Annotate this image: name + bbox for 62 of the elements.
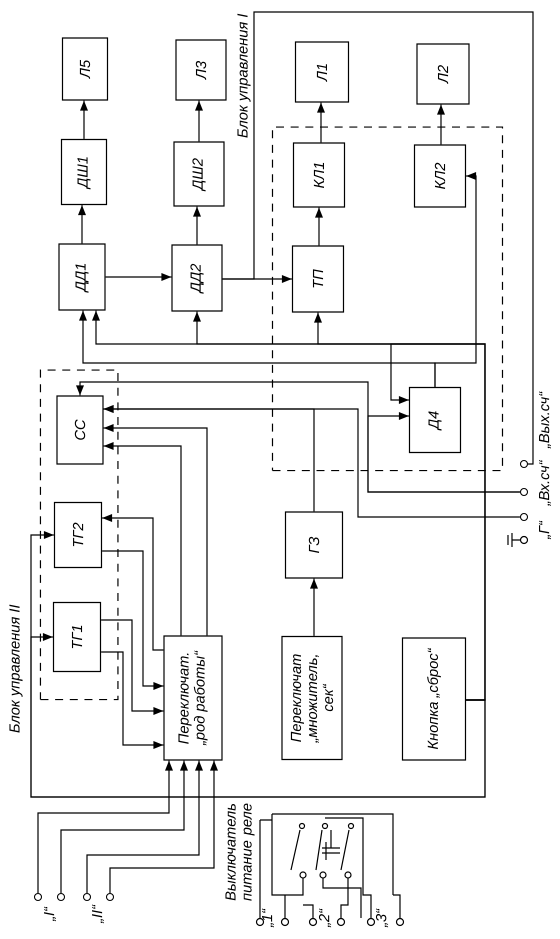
terminal-circle <box>520 488 528 496</box>
arrow <box>30 633 486 798</box>
block-box: Кнопка „сброс“ <box>402 637 466 761</box>
label-text: „Вых.сч“ <box>539 391 551 449</box>
terminal-circle <box>520 460 528 468</box>
arrow <box>106 273 172 281</box>
label-text: „Г“ <box>539 520 551 540</box>
label-text: „Вх.сч“ <box>539 460 551 506</box>
arrow <box>80 100 88 139</box>
label-text: „3“ <box>376 908 388 928</box>
terminal-circle <box>520 512 528 522</box>
label-text: „2“ <box>318 908 332 928</box>
block-box: КЛ2 <box>414 144 466 208</box>
arrow <box>193 206 201 244</box>
arrow <box>437 104 445 144</box>
terminal-circle <box>106 892 114 902</box>
arrow <box>195 100 203 142</box>
arrow <box>86 760 203 893</box>
block-box: ДД2 <box>171 244 223 312</box>
arrow <box>104 405 520 518</box>
arrow <box>317 102 325 142</box>
arrow <box>109 760 218 893</box>
arrow <box>102 514 164 651</box>
block-box: ТГ2 <box>54 502 102 568</box>
block-box: КЛ1 <box>292 142 346 208</box>
block-box: Л1 <box>294 41 350 103</box>
connector-line <box>222 11 534 465</box>
arrow <box>60 760 188 893</box>
block-box: ТГ1 <box>52 602 102 672</box>
terminal-circle <box>56 892 66 902</box>
arrow <box>101 651 164 749</box>
block-box: Переключат „множитель, сек“ <box>281 636 343 760</box>
arrow <box>101 619 164 715</box>
arrow <box>37 760 173 893</box>
block-box: Переключат. „род работы“ <box>163 635 223 761</box>
block-box: ДД1 <box>58 243 106 311</box>
arrow <box>315 208 323 246</box>
node-label: Блок управления II <box>9 604 23 733</box>
label-text: „I“ <box>44 906 56 922</box>
block-box: Л3 <box>175 39 227 101</box>
arrow <box>104 424 208 636</box>
label-text: „II“ <box>92 904 104 924</box>
arrow <box>390 343 486 701</box>
arrow <box>102 550 164 690</box>
block-box: ДШ1 <box>60 138 108 206</box>
block-box: ГЗ <box>284 511 344 579</box>
block-box: ТП <box>292 245 344 313</box>
block-box: Д4 <box>408 386 462 454</box>
node-label: Блок управления I <box>237 14 251 138</box>
label-text: Выключатель питание реле <box>225 804 255 901</box>
block-box: Л2 <box>416 43 470 105</box>
block-box: ДШ2 <box>173 141 225 207</box>
block-box: Л5 <box>62 37 108 101</box>
terminal-circle <box>82 892 92 902</box>
arrow <box>310 578 318 636</box>
terminal-circle <box>34 892 42 902</box>
label-text: „1“ <box>262 908 274 928</box>
block-box: СС <box>56 395 104 465</box>
arrow <box>434 172 477 387</box>
arrow <box>78 205 86 244</box>
arrow <box>367 412 520 493</box>
arrow <box>104 442 182 636</box>
